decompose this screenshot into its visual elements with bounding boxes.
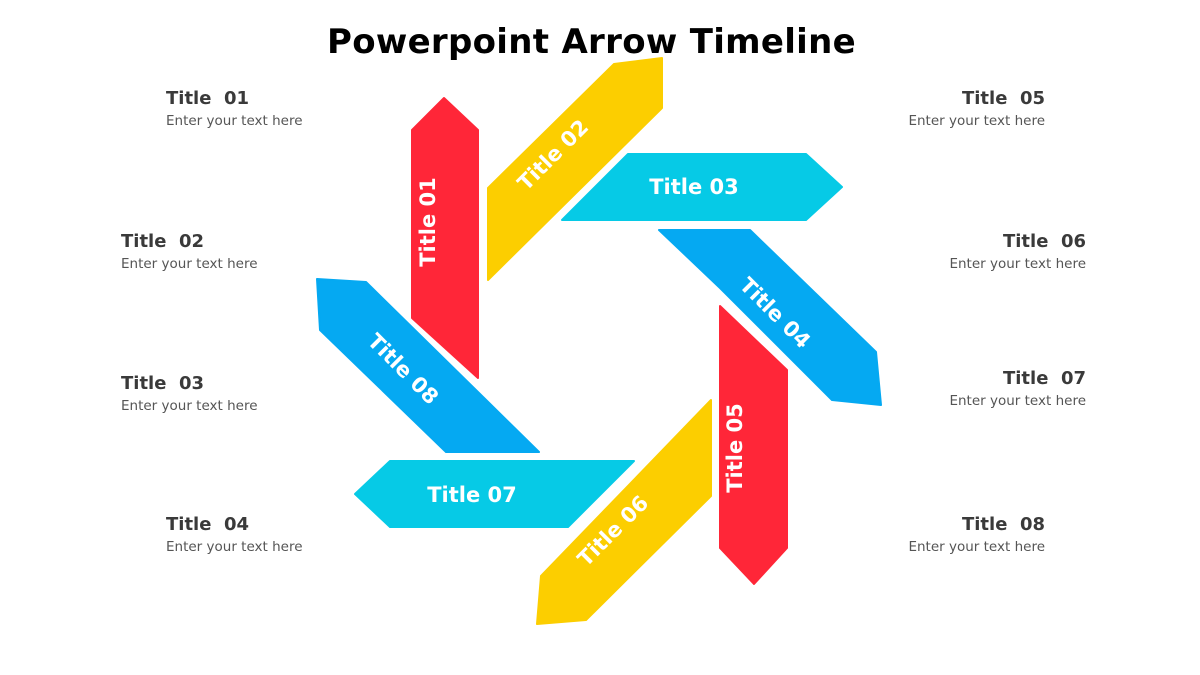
right-item-8: Title 08 Enter your text here [845,514,1045,555]
arrow-label: Title 03 [649,175,739,199]
item-text: Enter your text here [949,393,1086,409]
right-item-7: Title 07 Enter your text here [886,368,1086,409]
item-heading: Title 05 [961,88,1045,109]
left-item-3: Title 03 Enter your text here [121,373,321,414]
arrow-08: Title 08 [316,278,540,453]
left-item-1: Title 01 Enter your text here [166,88,366,129]
item-text: Enter your text here [166,113,303,129]
arrow-label: Title 05 [723,403,747,493]
right-item-6: Title 06 Enter your text here [886,231,1086,272]
item-text: Enter your text here [166,539,303,555]
arrow-05: Title 05 [719,305,788,585]
item-heading: Title 08 [961,514,1045,535]
page-title: Powerpoint Arrow Timeline [326,22,857,62]
item-heading: Title 02 [121,231,205,252]
item-heading: Title 03 [121,373,205,394]
arrow-04: Title 04 [658,229,882,406]
item-text: Enter your text here [908,539,1045,555]
arrow-01: Title 01 [411,97,479,379]
arrow-03: Title 03 [561,153,843,221]
arrow-02: Title 02 [487,57,663,281]
item-heading: Title 04 [166,514,250,535]
item-text: Enter your text here [949,256,1086,272]
item-text: Enter your text here [121,256,258,272]
left-item-4: Title 04 Enter your text here [166,514,366,555]
right-item-5: Title 05 Enter your text here [845,88,1045,129]
item-text: Enter your text here [908,113,1045,129]
item-heading: Title 06 [1002,231,1086,252]
arrow-07: Title 07 [354,460,635,528]
item-heading: Title 01 [166,88,250,109]
left-item-2: Title 02 Enter your text here [121,231,321,272]
arrow-label: Title 07 [427,483,517,507]
item-heading: Title 07 [1002,368,1086,389]
arrow-label: Title 01 [416,177,440,267]
item-text: Enter your text here [121,398,258,414]
